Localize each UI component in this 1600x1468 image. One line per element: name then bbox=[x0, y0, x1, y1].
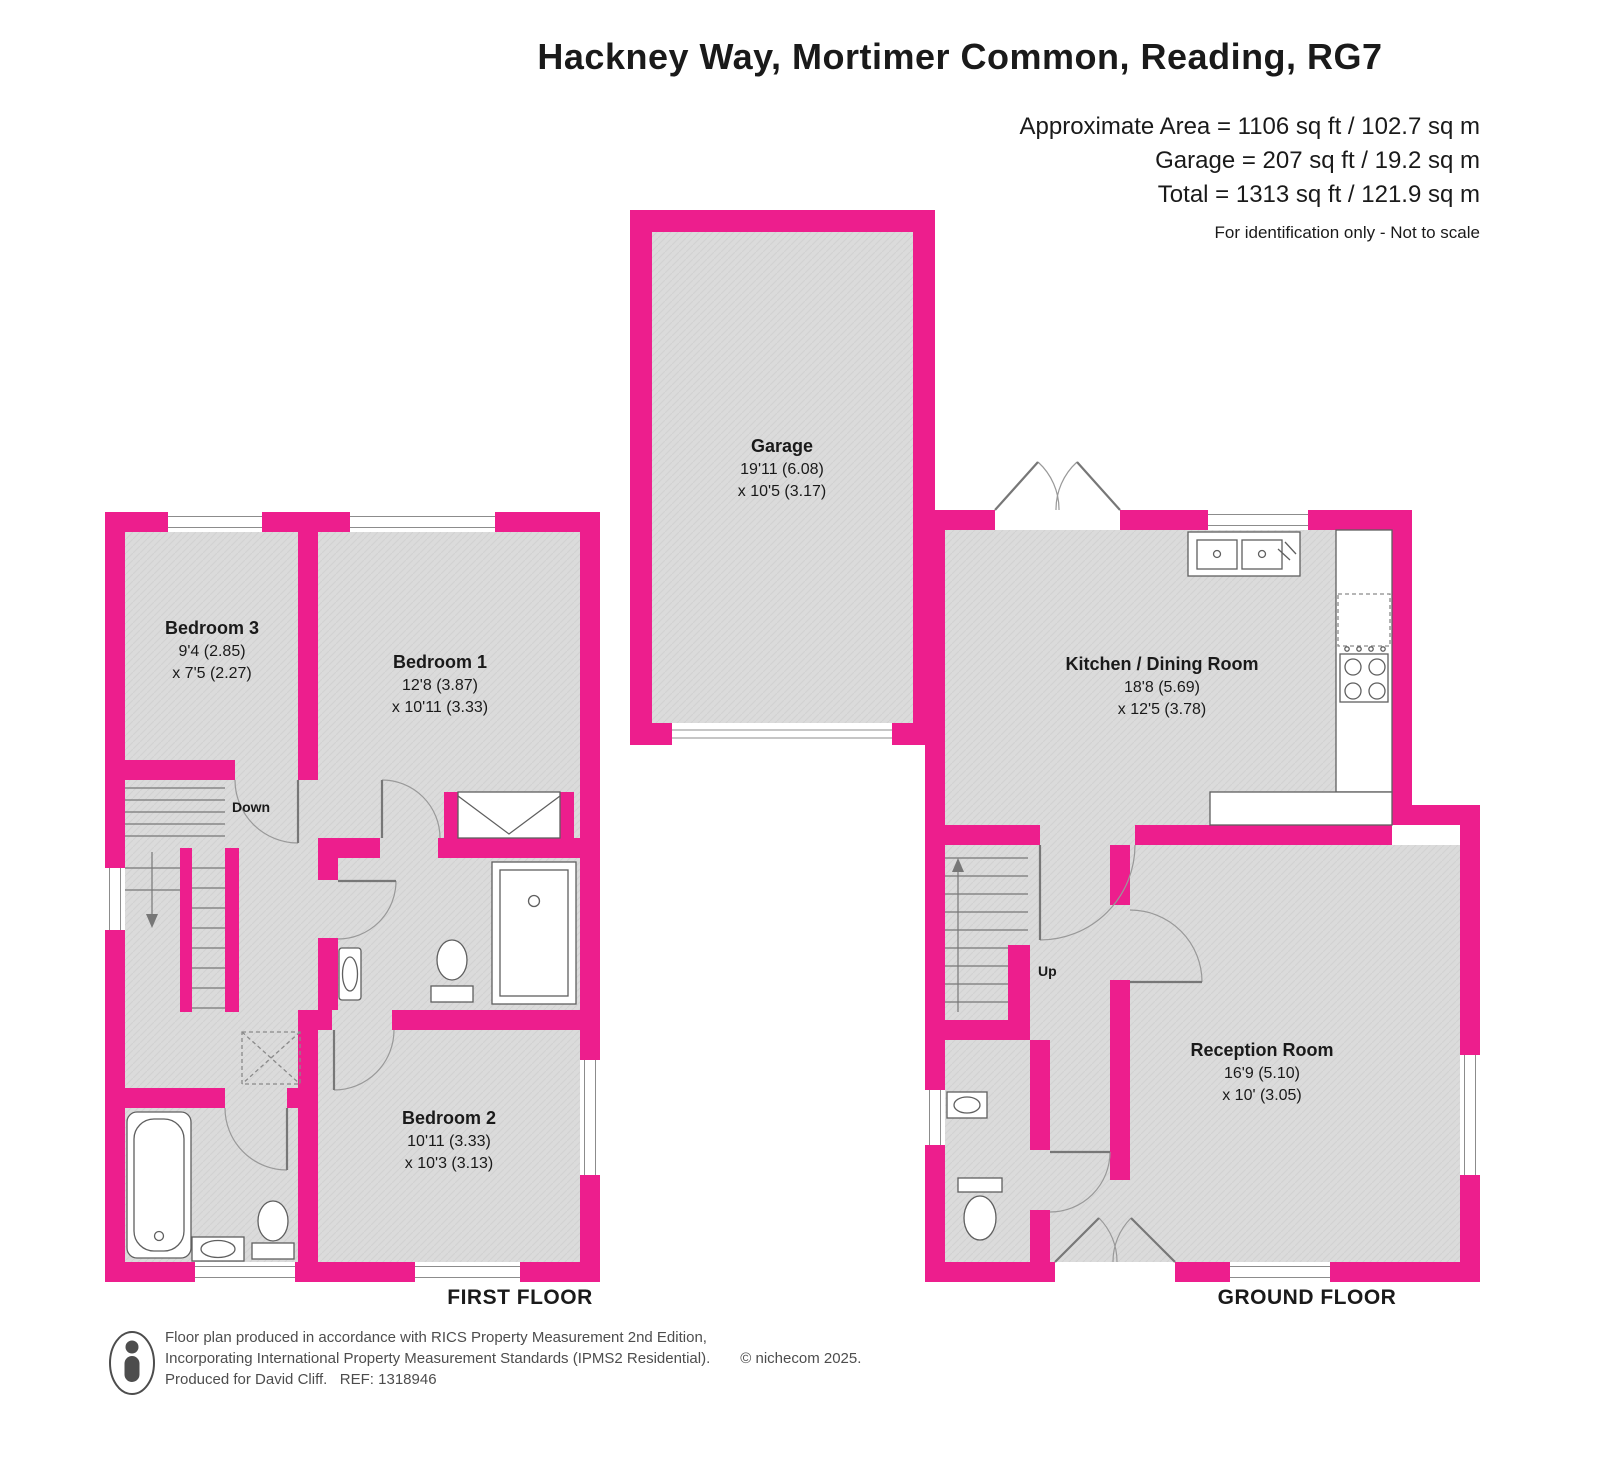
area-summary: Approximate Area = 1106 sq ft / 102.7 sq… bbox=[1020, 110, 1481, 250]
room-dim1-reception: 16'9 (5.10) bbox=[1224, 1065, 1300, 1082]
sink-bathroom1 bbox=[338, 947, 362, 1001]
scale-disclaimer: For identification only - Not to scale bbox=[1214, 223, 1480, 242]
gf-windows bbox=[672, 510, 1480, 1282]
first-floor-label: FIRST FLOOR bbox=[447, 1286, 593, 1309]
stairs-up-label: Up bbox=[1038, 963, 1057, 979]
room-dim2-bedroom1: x 10'11 (3.33) bbox=[392, 699, 488, 716]
room-label-bedroom1: Bedroom 1 bbox=[393, 652, 487, 672]
ff-windows bbox=[105, 512, 600, 1282]
shower bbox=[491, 861, 577, 1005]
gf-walls bbox=[630, 210, 1480, 1282]
room-dim1-bedroom1: 12'8 (3.87) bbox=[402, 677, 478, 694]
room-dim2-bedroom3: x 7'5 (2.27) bbox=[172, 665, 252, 682]
sink-bathroom2 bbox=[191, 1236, 245, 1262]
footer-line2: Incorporating International Property Mea… bbox=[165, 1348, 861, 1369]
room-dim2-kitchen: x 12'5 (3.78) bbox=[1118, 701, 1206, 718]
toilet-bathroom1 bbox=[430, 939, 474, 1003]
wc-toilet bbox=[957, 1177, 1003, 1241]
room-label-bedroom3: Bedroom 3 bbox=[165, 618, 259, 638]
kitchen-sink-unit bbox=[1187, 531, 1301, 577]
kitchen-void bbox=[1337, 593, 1391, 647]
room-dim1-bedroom3: 9'4 (2.85) bbox=[178, 643, 245, 660]
loft-hatch bbox=[241, 1031, 301, 1085]
footer-line1: Floor plan produced in accordance with R… bbox=[165, 1329, 707, 1346]
garage-area: Garage = 207 sq ft / 19.2 sq m bbox=[1155, 147, 1480, 174]
footer-line3: Produced for David Cliff. REF: 1318946 bbox=[165, 1371, 437, 1388]
room-dim1-kitchen: 18'8 (5.69) bbox=[1124, 679, 1200, 696]
wardrobe bbox=[457, 791, 561, 839]
room-dim2-reception: x 10' (3.05) bbox=[1222, 1087, 1302, 1104]
stairs-ground-floor bbox=[945, 857, 1028, 1012]
approximate-area: Approximate Area = 1106 sq ft / 102.7 sq… bbox=[1019, 113, 1481, 140]
ground-floor-plan: Garage 19'11 (6.08) x 10'5 (3.17) Kitche… bbox=[630, 210, 1480, 1282]
stairs-down-label: Down bbox=[232, 799, 270, 815]
gf-doors bbox=[994, 461, 1203, 1263]
total-area: Total = 1313 sq ft / 121.9 sq m bbox=[1157, 181, 1480, 208]
footer-line2-text: Incorporating International Property Mea… bbox=[165, 1350, 711, 1367]
person-badge-icon bbox=[109, 1331, 155, 1395]
kitchen-floor-area bbox=[945, 530, 1392, 825]
page-title: Hackney Way, Mortimer Common, Reading, R… bbox=[537, 36, 1383, 77]
room-dim1-garage: 19'11 (6.08) bbox=[740, 461, 824, 478]
room-label-bedroom2: Bedroom 2 bbox=[402, 1108, 496, 1128]
copyright-text: © nichecom 2025. bbox=[740, 1350, 862, 1367]
wc-sink bbox=[946, 1091, 988, 1119]
room-dim1-bedroom2: 10'11 (3.33) bbox=[407, 1133, 491, 1150]
room-label-kitchen: Kitchen / Dining Room bbox=[1066, 654, 1259, 674]
stairs-first-floor bbox=[125, 787, 225, 1009]
up-arrow-icon bbox=[952, 858, 964, 872]
room-dim2-garage: x 10'5 (3.17) bbox=[738, 483, 826, 500]
room-label-garage: Garage bbox=[751, 436, 813, 456]
bath bbox=[126, 1111, 192, 1259]
hob bbox=[1339, 646, 1389, 703]
garage-door bbox=[672, 729, 892, 739]
ground-floor-label: GROUND FLOOR bbox=[1217, 1286, 1397, 1309]
garage-floor-area bbox=[652, 232, 913, 723]
ff-fixtures bbox=[126, 791, 577, 1262]
footer-text: Floor plan produced in accordance with R… bbox=[165, 1327, 861, 1390]
room-dim2-bedroom2: x 10'3 (3.13) bbox=[405, 1155, 493, 1172]
ff-doors bbox=[224, 779, 441, 1171]
gf-fixtures bbox=[946, 529, 1393, 1241]
first-floor-plan: Bedroom 3 9'4 (2.85) x 7'5 (2.27) Bedroo… bbox=[105, 512, 600, 1282]
room-label-reception: Reception Room bbox=[1190, 1040, 1333, 1060]
down-arrow-icon bbox=[146, 914, 158, 928]
toilet-bathroom2 bbox=[251, 1200, 295, 1260]
gf-door-connector bbox=[1040, 825, 1135, 845]
